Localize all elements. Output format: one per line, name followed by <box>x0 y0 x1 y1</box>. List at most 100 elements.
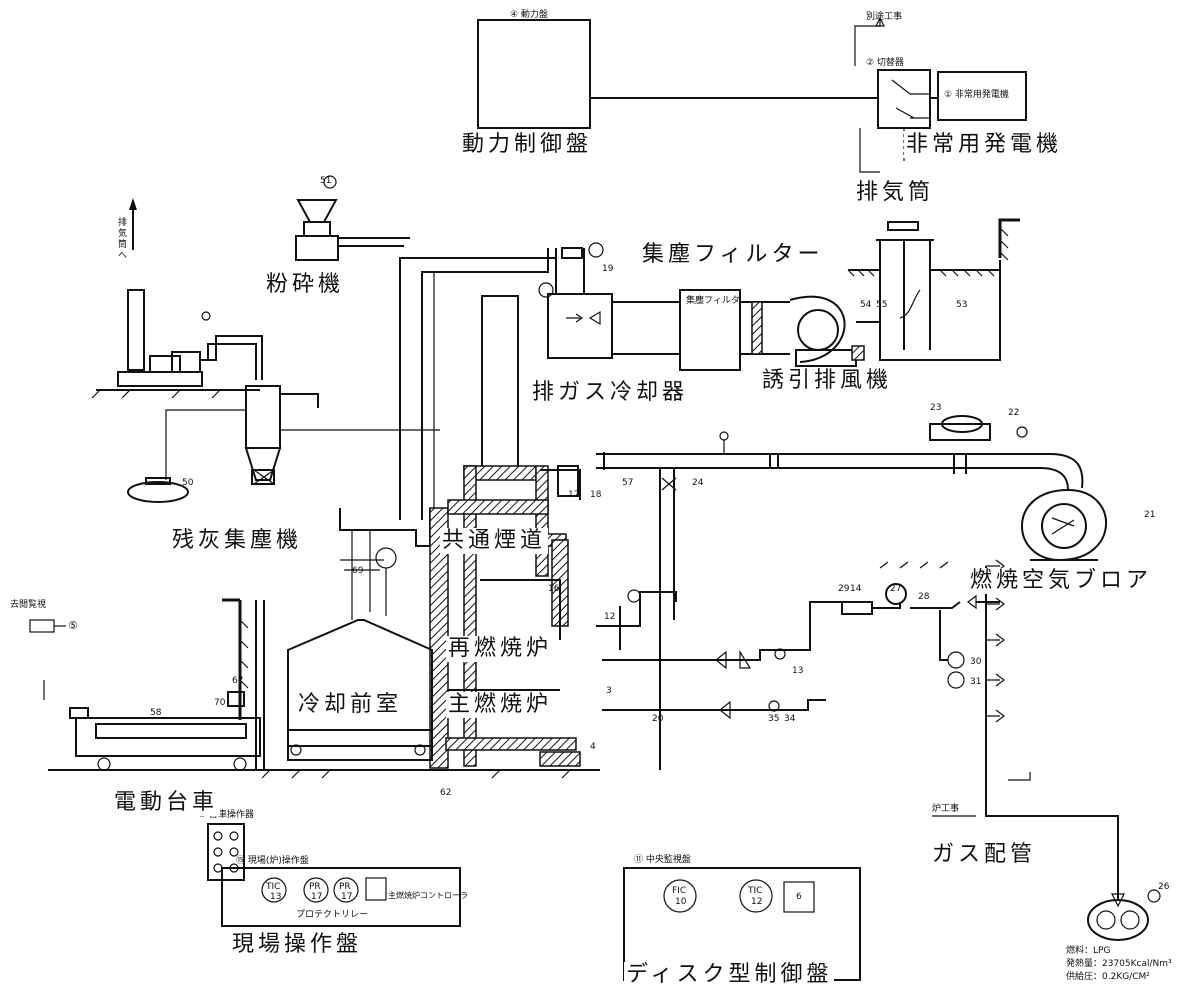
recorder-number: 6 <box>796 892 802 902</box>
gas-cooler-unit <box>538 242 613 359</box>
tag-3: 3 <box>606 686 612 696</box>
combustion-blower-unit <box>879 489 1107 569</box>
tic2-number: 12 <box>751 897 763 907</box>
common-flue-label: 共通煙道 <box>440 528 549 554</box>
electrical-work-label: 別途工事 <box>866 12 903 22</box>
top-signal-line <box>854 18 881 66</box>
tag-18: 18 <box>590 490 602 500</box>
tag-26: 26 <box>1158 882 1170 892</box>
top-flag-icon <box>875 16 885 27</box>
ground-marks <box>43 389 571 779</box>
window-label: 去閲覧視 <box>10 600 47 610</box>
tag-54: 54 <box>860 300 872 310</box>
tag-23: 23 <box>930 403 942 413</box>
disc-panel-label: ディスク型制御盤 <box>624 962 835 988</box>
field-panel-title: ⑮ 現場(炉)操作盤 <box>236 856 309 866</box>
tic2-label: TIC <box>748 886 763 896</box>
tag-69: 69 <box>352 566 364 576</box>
tag-53: 53 <box>956 300 968 310</box>
tag-24: 24 <box>692 478 704 488</box>
tag-4: 4 <box>590 742 596 752</box>
electric-cart-label: 電動台車 <box>112 790 221 816</box>
gas-cooler-label: 排ガス冷却器 <box>530 380 691 406</box>
tag-29: 29 <box>838 584 850 594</box>
tag-35: 35 <box>768 714 780 724</box>
burner-piping <box>596 583 1000 720</box>
residual-ash-collector-label: 残灰集塵機 <box>170 528 305 554</box>
remote-title: ⑨ 台車操作器 <box>198 810 254 820</box>
switch-box <box>877 69 931 129</box>
tag-62: 62 <box>440 788 452 798</box>
air-line <box>596 415 1084 770</box>
window-icon <box>29 619 66 633</box>
tag-58: 58 <box>150 708 162 718</box>
field-panel-label: 現場操作盤 <box>230 932 365 958</box>
cooling-room <box>287 547 433 761</box>
main-furnace-label: 主燃焼炉 <box>446 692 555 718</box>
left-stack <box>96 198 263 391</box>
window-number: ⑤ <box>68 619 78 632</box>
main-burner-ctrl-label: 主燃焼炉コントローラ <box>388 891 468 900</box>
tag-17: 17 <box>568 490 580 500</box>
tag-67: 67 <box>232 676 244 686</box>
fuel-line-label: 燃料：LPG <box>1066 946 1111 956</box>
fic-number: 10 <box>675 897 687 907</box>
tag-57: 57 <box>622 478 634 488</box>
field-panel <box>221 867 461 927</box>
exhaust-stack-line <box>859 128 880 173</box>
induced-fan-label: 誘引排風機 <box>760 368 895 394</box>
cooling-room-label: 冷却前室 <box>296 692 405 718</box>
pr2-number: 17 <box>341 892 353 902</box>
generator-box <box>937 71 1027 121</box>
stack-right <box>847 218 1020 361</box>
tag-19: 19 <box>602 264 614 274</box>
tag-16: 16 <box>548 584 560 594</box>
power-box-label: ④ 動力盤 <box>510 10 548 20</box>
heat-line-label: 発熱量：23705Kcal/Nm³ <box>1066 959 1172 969</box>
filter-tag-label: 集塵フィルタ <box>686 296 740 306</box>
left-note-label: 排気筒へ <box>118 218 128 261</box>
pr1-label: PR <box>309 882 321 892</box>
pr2-label: PR <box>339 882 351 892</box>
tag-50: 50 <box>182 478 194 488</box>
tag-20: 20 <box>652 714 664 724</box>
power-panel-label: 動力制御盤 <box>460 132 595 158</box>
disc-panel-title: ⑪ 中央監視盤 <box>634 855 691 865</box>
gas-piping-label: ガス配管 <box>930 842 1039 868</box>
tic-label: TIC <box>266 882 281 892</box>
reburn-furnace-label: 再燃焼炉 <box>446 636 555 662</box>
tag-28: 28 <box>918 592 930 602</box>
tag-14: 14 <box>850 584 862 594</box>
remote-controller <box>207 823 245 881</box>
pr1-number: 17 <box>311 892 323 902</box>
tag-12: 12 <box>604 612 616 622</box>
induced-fan-unit <box>789 295 880 367</box>
duct-to-filter <box>612 289 790 371</box>
tag-27: 27 <box>890 584 902 594</box>
common-flue-box <box>339 508 431 620</box>
tag-21: 21 <box>1144 510 1156 520</box>
tag-13: 13 <box>792 666 804 676</box>
combustion-blower-label: 燃焼空気ブロア <box>968 568 1155 594</box>
generator-box-label: ① 非常用発電機 <box>944 90 1009 100</box>
protect-relay-label: プロテクトリレー <box>296 910 369 920</box>
emergency-generator-label: 非常用発電機 <box>904 132 1065 158</box>
ash-collector-unit <box>127 385 440 503</box>
exhaust-stack-label: 排気筒 <box>854 180 937 206</box>
cart-track <box>48 598 600 771</box>
pressure-line-label: 供給圧：0.2KG/CM² <box>1066 972 1150 982</box>
tag-70: 70 <box>214 698 226 708</box>
tic-number: 13 <box>270 892 282 902</box>
fic-label: FIC <box>672 886 687 896</box>
tag-34: 34 <box>784 714 796 724</box>
tag-30: 30 <box>970 657 982 667</box>
power-panel-box <box>477 19 591 129</box>
tag-51: 51 <box>320 176 332 186</box>
tag-31: 31 <box>970 677 982 687</box>
tag-55: 55 <box>876 300 888 310</box>
dust-filter-label: 集塵フィルター <box>640 242 826 268</box>
tag-22: 22 <box>1008 408 1020 418</box>
switch-box-label: ② 切替器 <box>866 58 904 68</box>
